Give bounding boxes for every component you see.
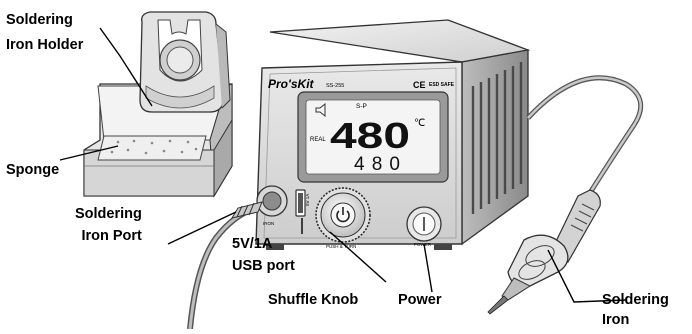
display-unit: ℃	[414, 118, 425, 129]
label-soldering-iron-port: Soldering Iron Port	[75, 206, 142, 245]
label-usb-line1: 5V/1A	[232, 236, 273, 252]
label-holder-line2: Iron Holder	[6, 37, 84, 53]
label-port-line1: Soldering	[75, 206, 142, 222]
leader-lines	[59, 27, 627, 303]
display-sp-label: S-P	[356, 103, 367, 110]
label-holder-line1: Soldering	[6, 12, 73, 28]
label-soldering-iron: Soldering Iron	[602, 292, 669, 329]
label-shuffle-knob: Shuffle Knob	[268, 292, 359, 308]
brand-logo: Pro'sKit	[268, 77, 315, 91]
label-power: Power	[398, 292, 442, 308]
model-number: SS-255	[326, 83, 344, 89]
holder-stand	[83, 11, 233, 198]
display-real-temp: 480	[354, 154, 400, 175]
knob-tag: PUSH & TURN	[326, 244, 356, 249]
station-body	[230, 19, 531, 250]
display-real-label: REAL	[310, 137, 326, 143]
label-usb-port: 5V/1A USB port	[232, 236, 295, 275]
label-port-line2: Iron Port	[81, 228, 142, 244]
esd-mark: ESD SAFE	[429, 82, 455, 88]
ce-mark: CE	[413, 80, 426, 90]
label-usb-line2: USB port	[232, 258, 295, 274]
label-iron-line2: Iron	[602, 312, 630, 328]
soldering-iron-handpiece	[487, 189, 601, 315]
port-tag: IRON	[263, 221, 274, 226]
label-soldering-iron-holder: Soldering Iron Holder	[6, 12, 83, 54]
display-set-temp: 480	[330, 115, 410, 156]
label-iron-line1: Soldering	[602, 292, 669, 308]
power-tag: POWER	[414, 242, 432, 247]
label-sponge: Sponge	[6, 162, 60, 178]
usb-tag: 5V 1A	[305, 194, 310, 206]
